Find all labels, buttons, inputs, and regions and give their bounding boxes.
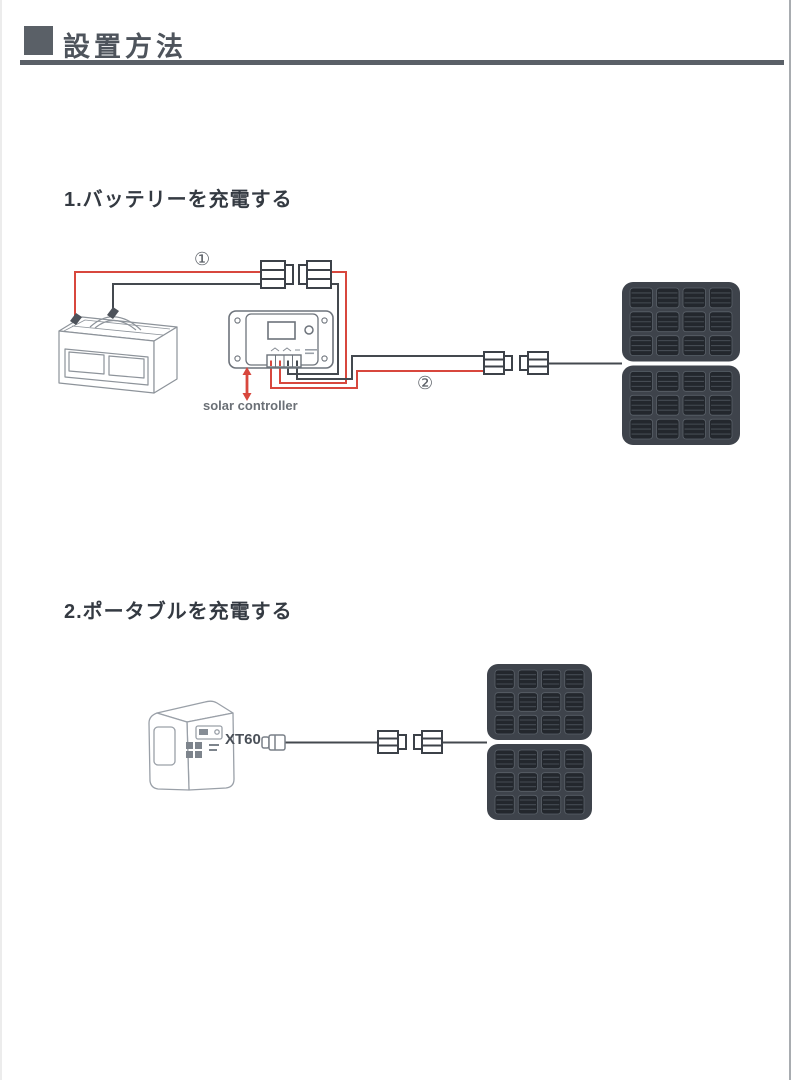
mc4-connector-pair-c (377, 730, 443, 754)
heading-bullet-square (24, 26, 53, 55)
mc4-connector-pair-b (483, 351, 549, 375)
heading-underline (20, 60, 784, 65)
station-ports (186, 742, 219, 758)
section-1-title: 1.バッテリーを充電する (64, 189, 293, 211)
battery-wires (74, 271, 347, 384)
controller-display (267, 321, 296, 340)
page-right-edge (789, 0, 791, 1080)
xt60-label: XT60 (225, 731, 261, 748)
solar-controller-label: solar controller (203, 398, 298, 413)
wire-label-2: ② (417, 373, 434, 393)
solar-controller-illustration (228, 310, 334, 369)
mc4-connector-pair-a (260, 260, 332, 289)
battery-illustration (58, 307, 178, 394)
controller-pointer-arrow (242, 367, 252, 401)
controller-button (304, 325, 314, 335)
battery-clamp-negative (107, 307, 119, 319)
controller-indicator-icons (270, 347, 300, 352)
power-station-illustration (148, 700, 235, 791)
solar-panel-illustration (622, 282, 740, 445)
page-title: 設置方法 (63, 32, 187, 62)
solar-panel-illustration (487, 664, 592, 820)
section-2-title: 2.ポータブルを充電する (64, 601, 293, 623)
xt60-plug-illustration (261, 734, 286, 751)
page-left-edge (0, 0, 2, 1080)
battery-clamp-positive (70, 313, 82, 325)
station-side-vent (153, 726, 176, 766)
wire-label-1: ① (194, 249, 211, 269)
terminal-wire-tips (270, 360, 298, 366)
panel-wires (270, 355, 622, 389)
portable-charging-diagram (148, 664, 592, 820)
battery-charging-diagram (58, 260, 740, 445)
